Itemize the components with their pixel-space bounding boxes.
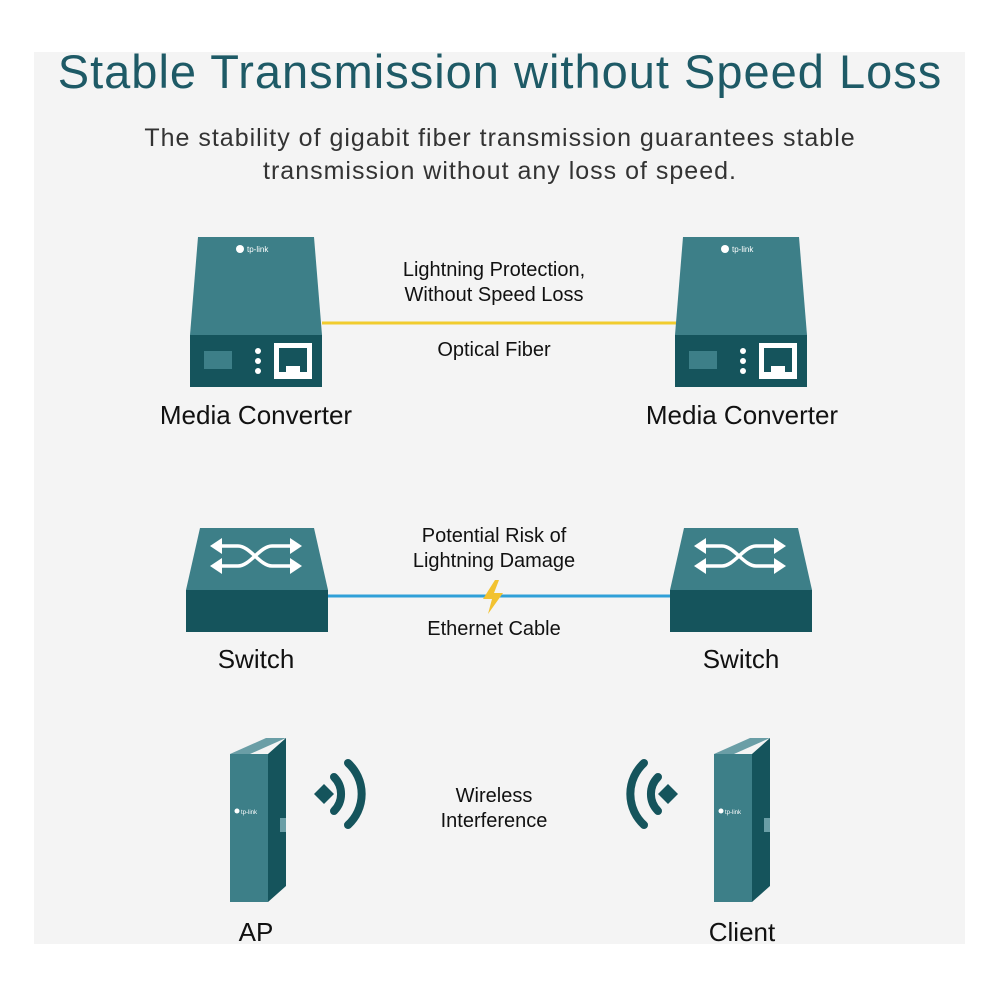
switch-right-label: Switch [702,644,780,674]
brand-logo: tp-link [247,245,269,254]
ap-device: tp-link [226,738,290,902]
media-converter-right-label: Media Converter [645,400,839,430]
ethernet-note-line1: Potential Risk of [421,525,567,547]
lightning-warning-icon [483,580,503,614]
fiber-note-line2: Without Speed Loss [404,284,584,306]
page-subtitle: The stability of gigabit fiber transmiss… [144,124,856,185]
client-label: Client [708,917,776,947]
wireless-link-note: Wireless Interference [344,784,644,834]
wifi-signal-right-icon [314,759,366,829]
switch-arrows-icon [704,544,776,568]
wifi-signal-left-icon [626,759,678,829]
ethernet-link-note: Potential Risk of Lightning Damage [344,524,644,574]
brand-logo: tp-link [241,810,258,816]
page-title: Stable Transmission without Speed Loss [57,45,943,98]
client-device: tp-link [710,738,774,902]
switch-left [186,528,328,632]
ethernet-note-line2: Lightning Damage [412,550,576,572]
brand-logo: tp-link [732,245,754,254]
media-converter-left: tp-link [190,237,324,387]
fiber-link-type: Optical Fiber [437,339,551,361]
brand-logo: tp-link [725,810,742,816]
background-panel [34,52,965,944]
fiber-note-line1: Lightning Protection, [402,259,586,281]
switch-arrows-icon [220,544,292,568]
media-converter-left-label: Media Converter [159,400,353,430]
switch-right [670,528,812,632]
ethernet-link-type: Ethernet Cable [427,618,561,640]
wireless-note-line2: Interference [440,810,548,832]
fiber-link-note: Lightning Protection, Without Speed Loss [344,258,644,308]
switch-left-label: Switch [217,644,295,674]
media-converter-right: tp-link [675,237,809,387]
wireless-note-line1: Wireless [455,785,533,807]
ap-label: AP [238,917,274,947]
